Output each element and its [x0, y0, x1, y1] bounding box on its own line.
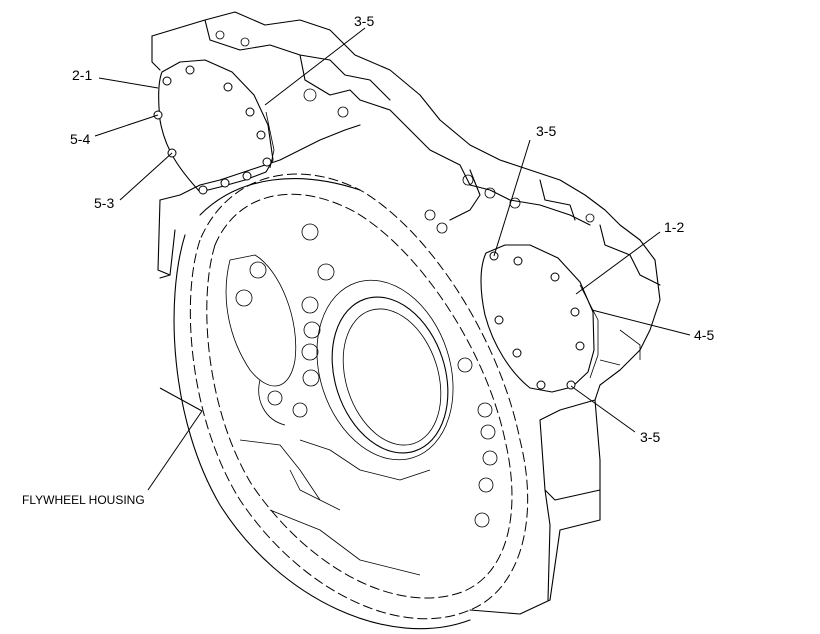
callout-5-3: 5-3 — [94, 195, 114, 211]
block-details — [215, 30, 595, 234]
engine-block-outline — [151, 11, 661, 615]
flywheel-housing — [173, 173, 529, 630]
callout-right-lower-3-5: 3-5 — [640, 429, 660, 445]
leader-lines — [94, 27, 691, 491]
callout-4-5: 4-5 — [694, 327, 714, 343]
callout-right-upper-3-5: 3-5 — [536, 123, 556, 139]
callout-2-1: 2-1 — [72, 67, 92, 83]
flywheel-housing-label: FLYWHEEL HOUSING — [22, 493, 145, 507]
housing-bolt-holes — [235, 223, 498, 528]
callout-1-2: 1-2 — [664, 219, 684, 235]
callout-top-3-5: 3-5 — [354, 13, 374, 29]
callout-5-4: 5-4 — [70, 131, 90, 147]
callout-labels: 3-5 2-1 5-4 5-3 3-5 1-2 4-5 3-5 FLYWHEEL… — [22, 13, 714, 507]
right-cover-plate — [480, 244, 599, 393]
left-cover-plate — [153, 59, 275, 195]
